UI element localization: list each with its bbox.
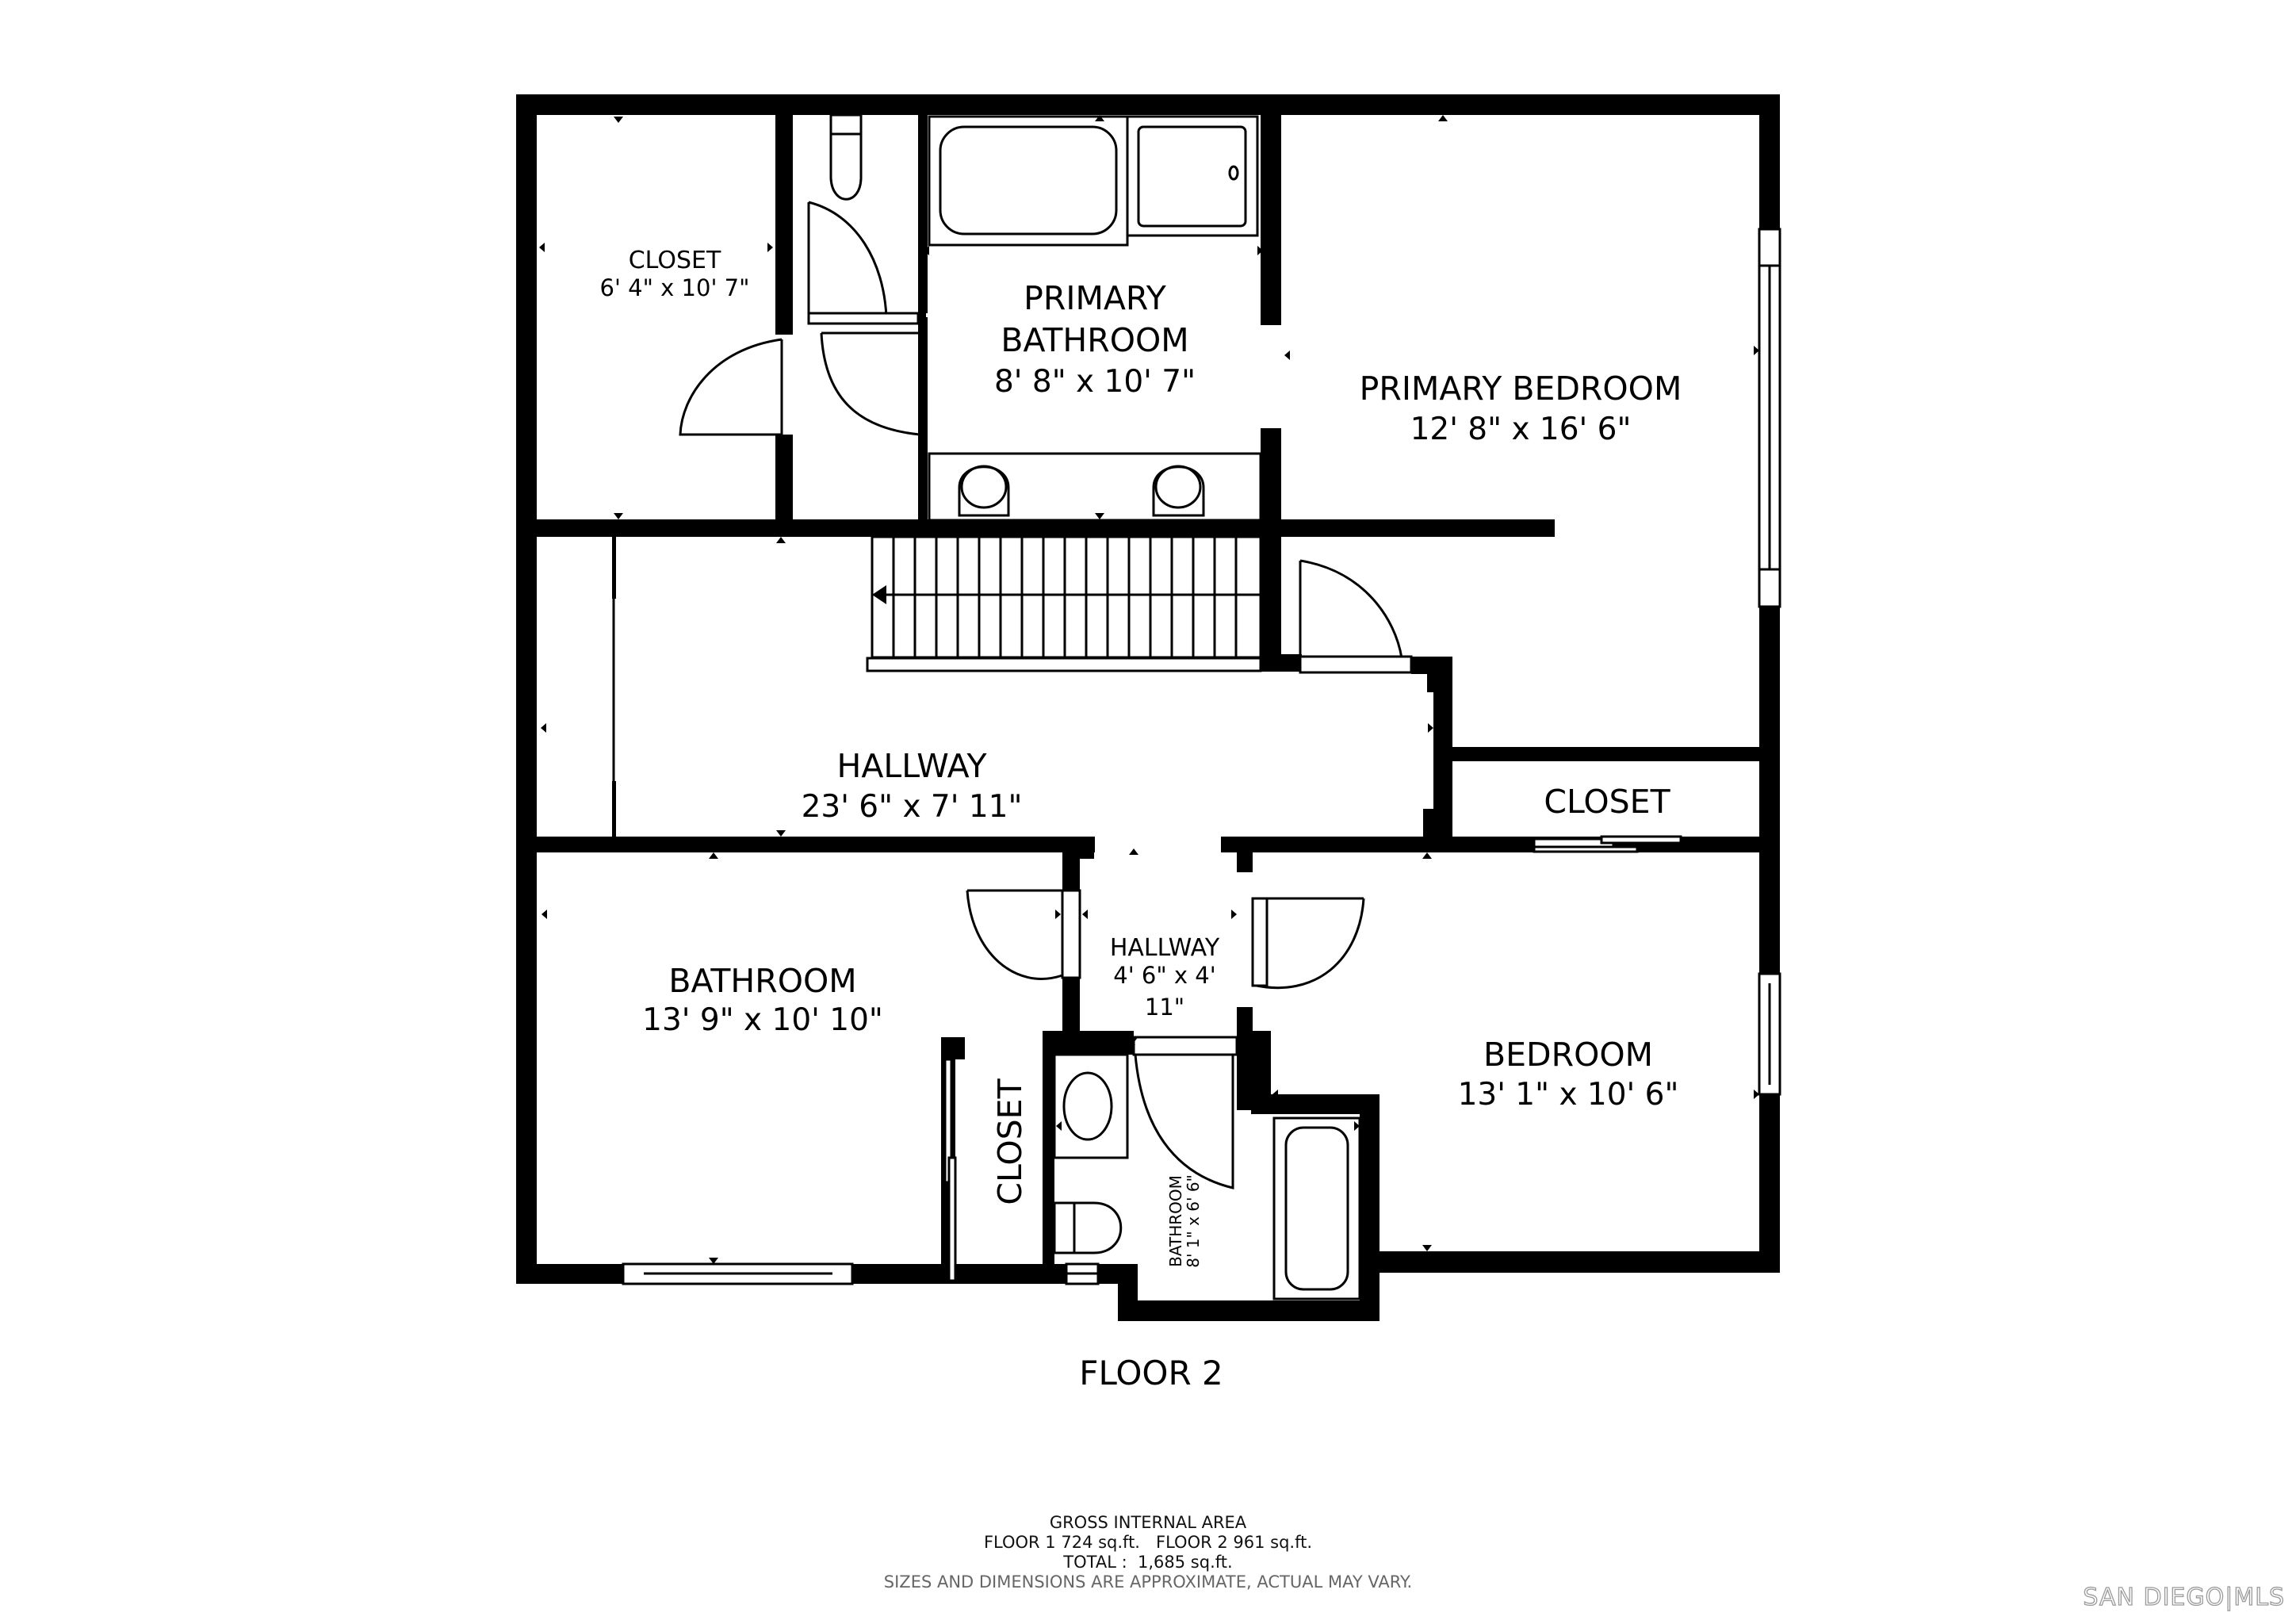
room-dimensions: 8' 8" x 10' 7" bbox=[994, 364, 1196, 400]
room-name-line1: PRIMARY bbox=[1024, 279, 1167, 317]
room-name: BATHROOM bbox=[1166, 1175, 1185, 1267]
room-name: BATHROOM bbox=[668, 962, 856, 1000]
disclaimer: SIZES AND DIMENSIONS ARE APPROXIMATE, AC… bbox=[883, 1572, 1413, 1591]
windows bbox=[622, 228, 1781, 1285]
room-dimensions: 23' 6" x 7' 11" bbox=[802, 789, 1023, 825]
total-area: TOTAL : 1,685 sq.ft. bbox=[1063, 1553, 1233, 1572]
room-name: CLOSET bbox=[991, 1078, 1029, 1205]
dimension-markers bbox=[539, 115, 1759, 1304]
room-name: HALLWAY bbox=[836, 747, 987, 785]
room-name: HALLWAY bbox=[1110, 934, 1220, 962]
room-dimensions: 13' 9" x 10' 10" bbox=[642, 1002, 883, 1038]
room-primary-bedroom: PRIMARY BEDROOM 12' 8" x 16' 6" bbox=[1360, 370, 1682, 447]
room-bathroom: BATHROOM 13' 9" x 10' 10" bbox=[642, 962, 883, 1038]
fixtures bbox=[829, 113, 1361, 1300]
room-closet-vertical: CLOSET bbox=[991, 1078, 1029, 1205]
floor-label: FLOOR 2 bbox=[1079, 1354, 1223, 1392]
staircase bbox=[612, 535, 1262, 837]
area-summary: GROSS INTERNAL AREA FLOOR 1 724 sq.ft. F… bbox=[0, 1513, 2296, 1592]
room-closet-right: CLOSET bbox=[1544, 783, 1670, 821]
room-dimensions-line2: 11" bbox=[1145, 994, 1184, 1021]
stair-direction-arrow-icon bbox=[872, 585, 886, 604]
room-dimensions: 13' 1" x 10' 6" bbox=[1458, 1077, 1679, 1113]
room-dimensions: 12' 8" x 16' 6" bbox=[1410, 412, 1632, 447]
room-name-line2: BATHROOM bbox=[1001, 321, 1188, 359]
room-name: CLOSET bbox=[629, 247, 721, 274]
room-name: PRIMARY BEDROOM bbox=[1360, 370, 1682, 408]
room-primary-bathroom: PRIMARY BATHROOM 8' 8" x 10' 7" bbox=[994, 279, 1196, 400]
room-name: CLOSET bbox=[1544, 783, 1670, 821]
room-dimensions-line1: 4' 6" x 4' bbox=[1113, 962, 1215, 989]
walls bbox=[516, 94, 1780, 1321]
room-bedroom: BEDROOM 13' 1" x 10' 6" bbox=[1458, 1036, 1679, 1113]
room-dimensions: 6' 4" x 10' 7" bbox=[600, 274, 750, 301]
room-closet-top-left: CLOSET 6' 4" x 10' 7" bbox=[600, 247, 750, 301]
room-dimensions: 8' 1" x 6' 6" bbox=[1184, 1174, 1203, 1268]
room-hallway-main: HALLWAY 23' 6" x 7' 11" bbox=[802, 747, 1023, 825]
room-name: BEDROOM bbox=[1483, 1036, 1653, 1074]
doors bbox=[679, 201, 1682, 1282]
floor-areas: FLOOR 1 724 sq.ft. FLOOR 2 961 sq.ft. bbox=[983, 1533, 1313, 1552]
area-title: GROSS INTERNAL AREA bbox=[1049, 1513, 1247, 1532]
san-diego-mls-logo: SAN DIEGO|MLS bbox=[2083, 1583, 2285, 1611]
room-hallway-small: HALLWAY 4' 6" x 4' 11" bbox=[1110, 934, 1220, 1021]
room-bathroom-small: BATHROOM 8' 1" x 6' 6" bbox=[1166, 1174, 1203, 1268]
